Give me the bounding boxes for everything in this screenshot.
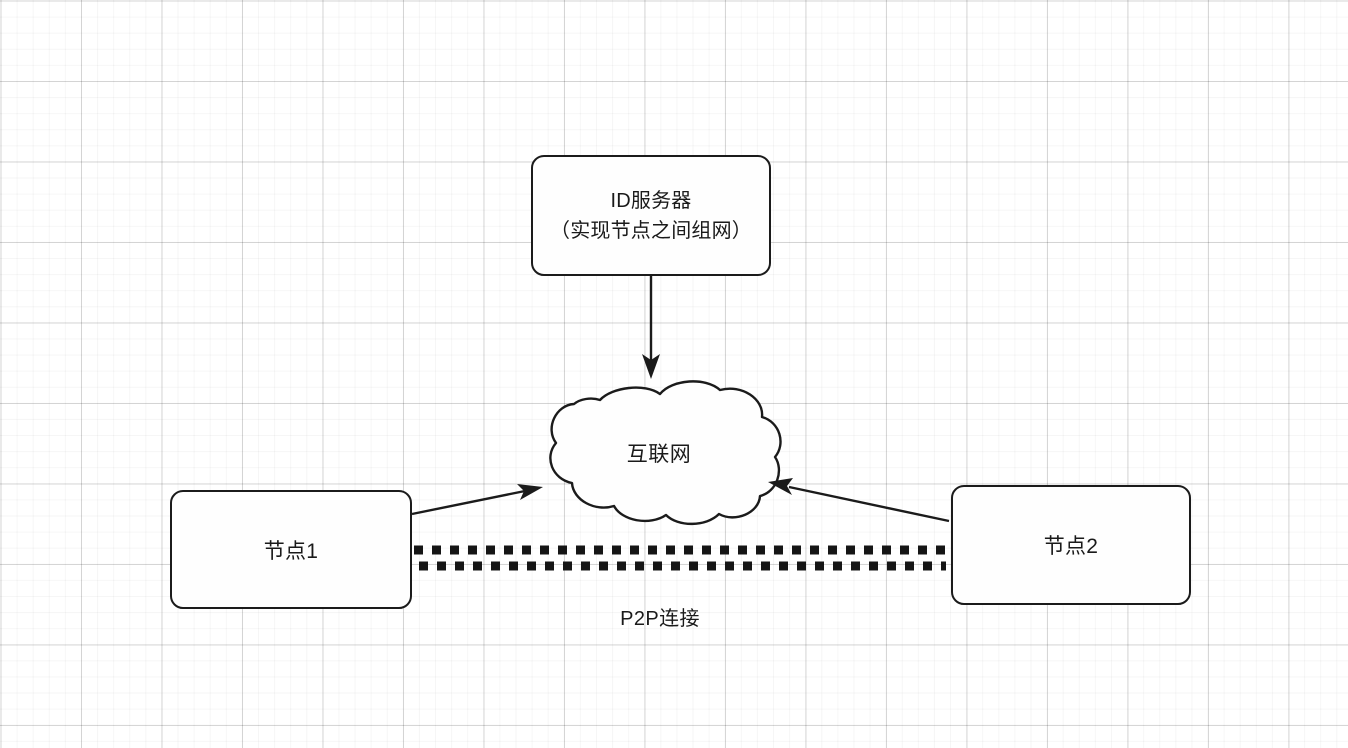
arrow-id-server-to-internet <box>642 276 660 379</box>
arrow-node1-to-internet <box>411 484 543 516</box>
internet-cloud-label: 互联网 <box>626 443 692 466</box>
node-id-server[interactable]: ID服务器 （实现节点之间组网） <box>531 155 771 276</box>
arrow-node2-to-internet <box>768 478 950 523</box>
node-node2[interactable]: 节点2 <box>951 485 1191 605</box>
node1-label: 节点1 <box>263 539 319 563</box>
p2p-connection-label: P2P连接 <box>620 608 700 630</box>
node2-label: 节点2 <box>1043 535 1099 558</box>
p2p-dotted-link <box>414 545 946 571</box>
id-server-label-line-2: （实现节点之间组网） <box>550 219 752 242</box>
id-server-label-line-1: ID服务器 <box>610 189 692 212</box>
node-node1[interactable]: 节点1 <box>170 490 412 609</box>
